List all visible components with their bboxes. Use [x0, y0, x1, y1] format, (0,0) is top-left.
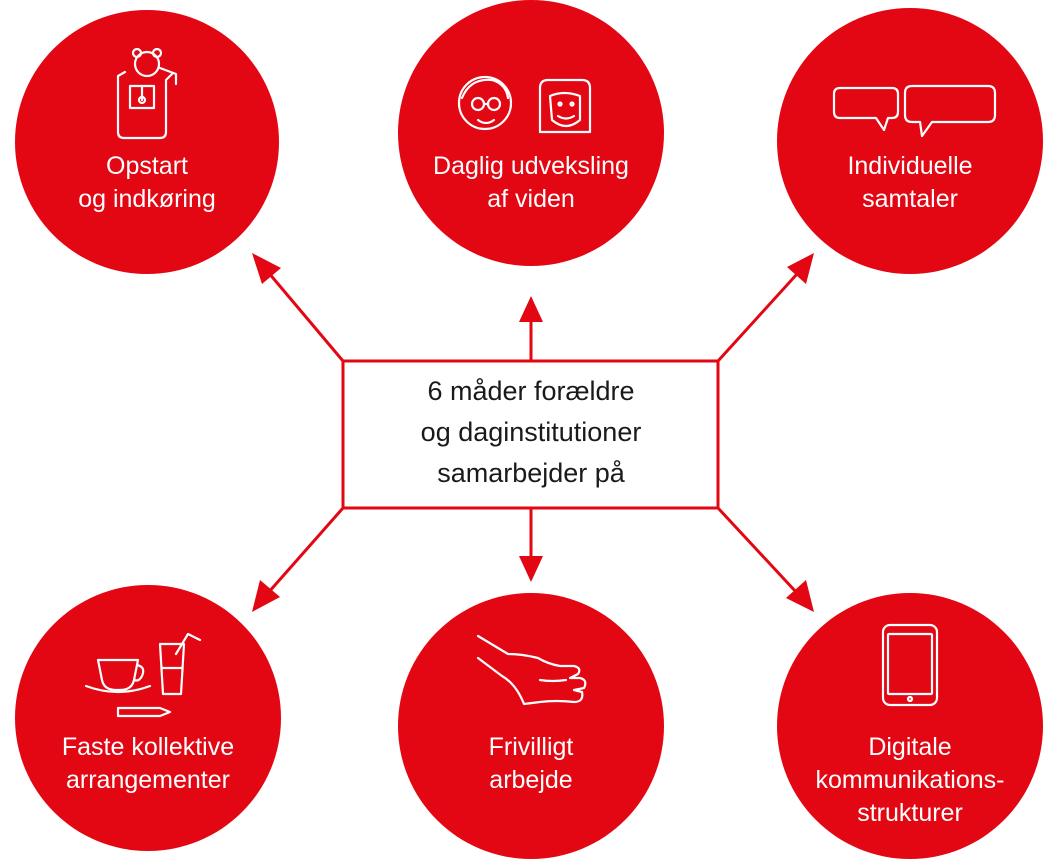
- speech-bubbles-icon: [832, 84, 997, 138]
- faces-icon: [457, 75, 592, 134]
- center-line-3: samarbejder på: [437, 458, 626, 488]
- arrowhead-daglig: [519, 296, 543, 322]
- center-line-1: 6 måder forældre: [427, 376, 634, 406]
- arrowhead-digitale: [786, 580, 814, 612]
- arrow-to-opstart: [266, 271, 345, 362]
- node-individuelle: Individuelle samtaler: [777, 8, 1043, 274]
- node-opstart-line-2: og indkøring: [78, 185, 216, 213]
- hand-icon: [476, 634, 587, 706]
- arrow-to-digitale: [716, 506, 799, 595]
- connectors: [252, 253, 814, 612]
- node-digitale-line-1: Digitale: [868, 733, 951, 761]
- arrowhead-opstart: [252, 253, 281, 284]
- arrow-to-individuelle: [716, 272, 799, 363]
- node-opstart-line-1: Opstart: [106, 152, 188, 180]
- arrowhead-individuelle: [787, 253, 814, 284]
- node-digitale-line-3: strukturer: [857, 799, 963, 827]
- center-box: 6 måder forældre og daginstitutioner sam…: [341, 359, 720, 510]
- node-frivilligt-line-2: arbejde: [489, 766, 572, 794]
- node-faste: Faste kollektive arrangementer: [15, 585, 281, 851]
- arrowhead-faste: [252, 580, 280, 612]
- node-digitale: Digitale kommunikations- strukturer: [777, 593, 1043, 859]
- arrow-to-faste: [266, 507, 345, 594]
- node-frivilligt: Frivilligt arbejde: [398, 593, 664, 859]
- node-daglig: Daglig udveksling af viden: [398, 0, 664, 266]
- arrowhead-frivilligt: [519, 556, 543, 582]
- node-daglig-line-1: Daglig udveksling: [433, 152, 629, 180]
- node-digitale-line-2: kommunikations-: [816, 766, 1005, 794]
- node-faste-line-1: Faste kollektive: [62, 733, 234, 761]
- node-opstart: Opstart og indkøring: [15, 10, 279, 274]
- center-line-2: og daginstitutioner: [421, 417, 642, 447]
- node-frivilligt-line-1: Frivilligt: [489, 733, 574, 761]
- node-daglig-line-2: af viden: [487, 185, 575, 213]
- node-faste-line-2: arrangementer: [66, 766, 230, 794]
- node-individuelle-line-2: samtaler: [862, 185, 958, 213]
- cup-glass-pencil-icon: [84, 632, 202, 718]
- node-individuelle-line-1: Individuelle: [847, 152, 972, 180]
- backpack-teddy-icon: [116, 47, 178, 140]
- tablet-icon: [881, 623, 939, 707]
